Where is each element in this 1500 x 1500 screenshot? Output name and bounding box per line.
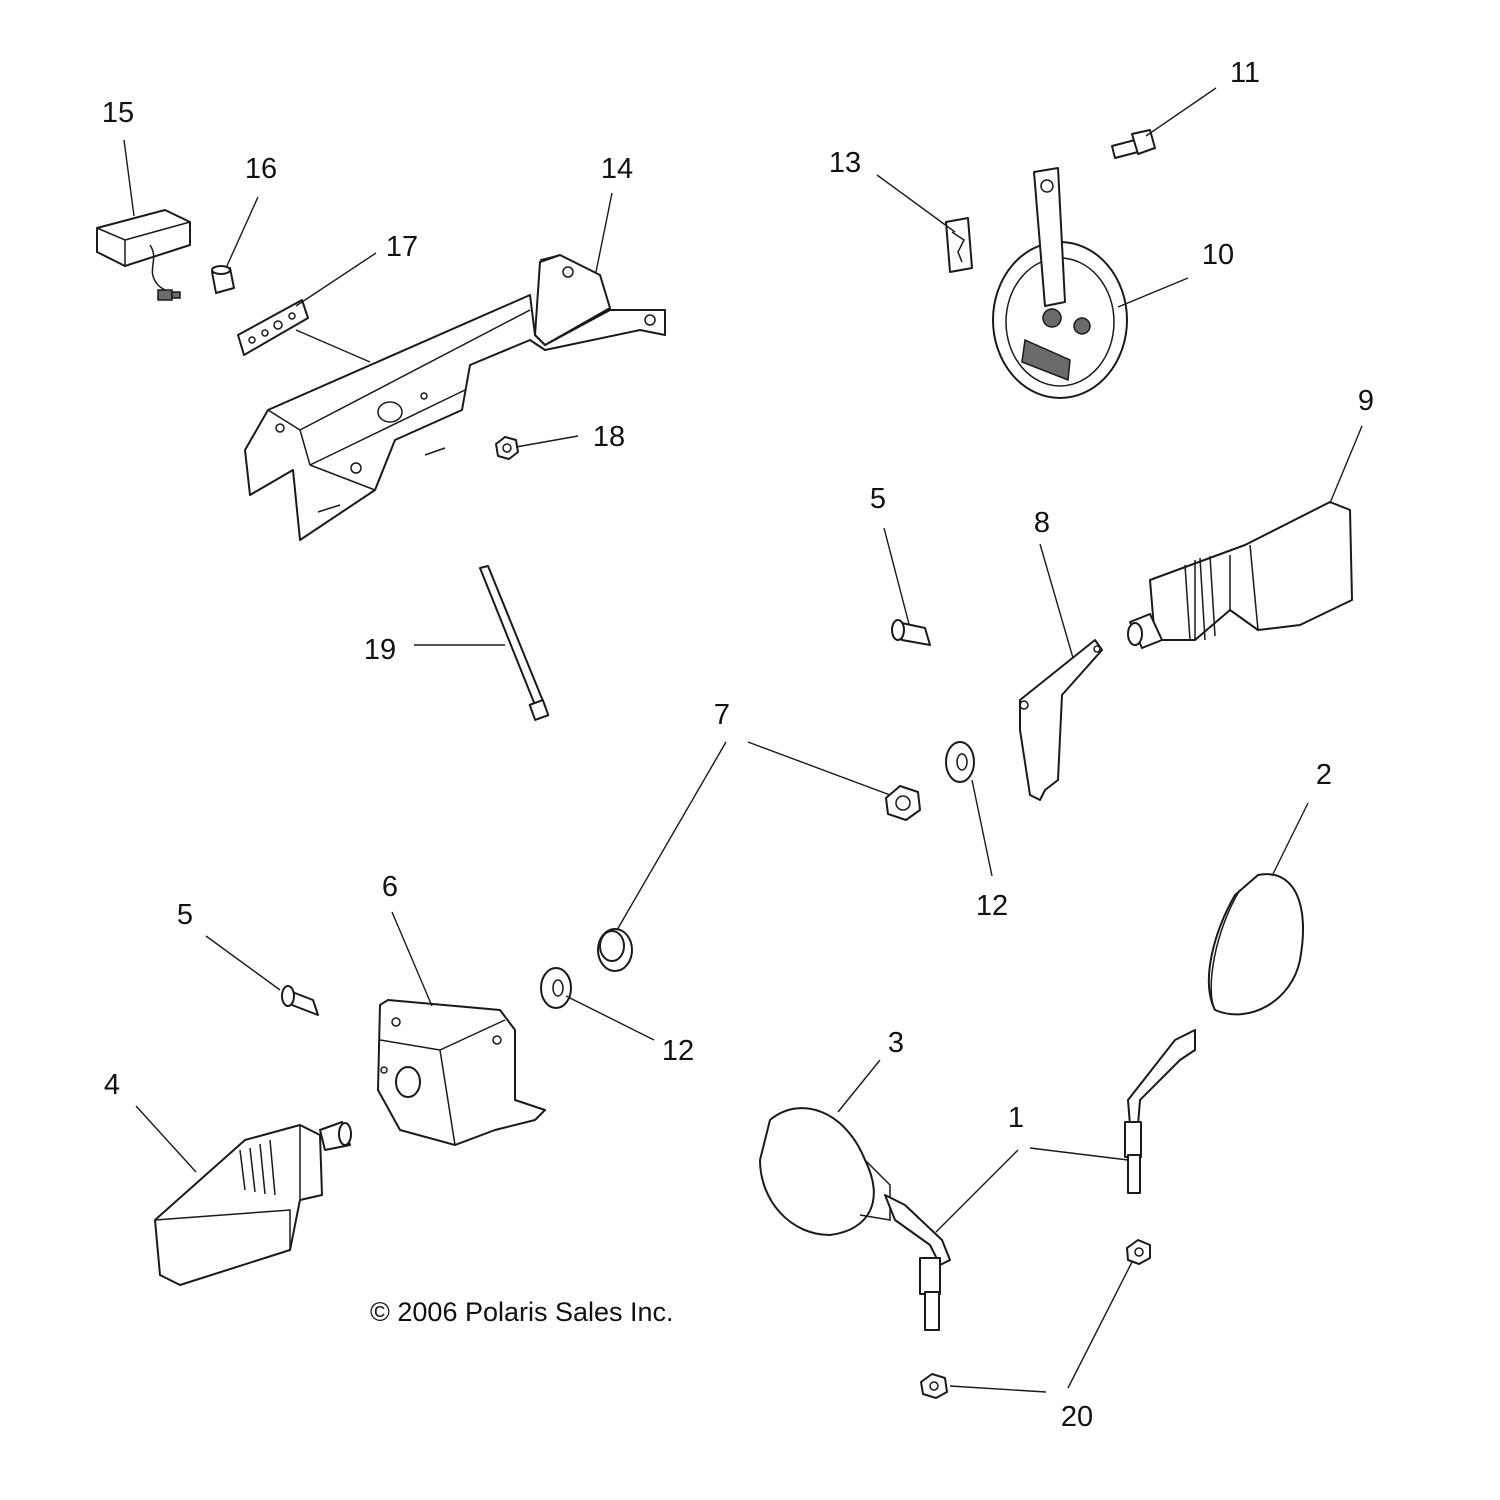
nut-part-20-lower xyxy=(920,1373,948,1399)
leader-8 xyxy=(1039,543,1074,659)
mirror-part-3 xyxy=(759,1107,951,1331)
bolt-part-11 xyxy=(1111,129,1156,159)
leader-lines xyxy=(123,87,1363,1393)
leader-17 xyxy=(295,252,377,307)
leader-16 xyxy=(225,196,259,269)
callout-10: 10 xyxy=(1202,239,1234,271)
callout-11: 11 xyxy=(1230,57,1260,89)
leader-2 xyxy=(1271,802,1309,877)
leader-18 xyxy=(515,435,579,448)
callout-2: 2 xyxy=(1316,759,1332,791)
leader-7b xyxy=(616,741,727,931)
callout-5-upper: 5 xyxy=(870,483,886,515)
leader-6 xyxy=(391,911,433,1007)
nut-part-18 xyxy=(495,436,519,460)
turn-signal-part-9 xyxy=(1127,501,1353,649)
callout-3: 3 xyxy=(888,1027,904,1059)
leader-5b xyxy=(205,935,281,991)
plate-part-17 xyxy=(237,299,309,356)
leader-1b xyxy=(935,1149,1019,1233)
flange-nut-part-7-upper xyxy=(885,785,921,821)
clip-part-13 xyxy=(945,217,973,273)
callout-1: 1 xyxy=(1008,1102,1024,1134)
leader-10 xyxy=(1117,277,1189,308)
washer-part-12-upper xyxy=(945,741,975,783)
leader-15 xyxy=(123,139,135,217)
mount-bracket-part-8 xyxy=(1019,639,1103,801)
leader-4 xyxy=(135,1105,197,1173)
leader-20b xyxy=(949,1385,1047,1393)
tail-light-part-15 xyxy=(96,209,191,301)
leader-1a xyxy=(1029,1147,1129,1161)
spacer-part-16 xyxy=(211,265,235,294)
callout-8: 8 xyxy=(1034,507,1050,539)
callout-7: 7 xyxy=(714,699,730,731)
mirror-part-2 xyxy=(1124,873,1304,1194)
leader-3 xyxy=(837,1059,881,1113)
turn-signal-part-4 xyxy=(154,1121,352,1286)
callout-19: 19 xyxy=(364,634,396,666)
callout-labels: 1 2 3 4 5 5 6 7 8 9 10 11 12 12 13 14 15… xyxy=(102,57,1374,1433)
screw-part-5-upper xyxy=(891,619,931,646)
leader-11 xyxy=(1145,87,1217,137)
bracket-part-14 xyxy=(244,254,666,541)
callout-13: 13 xyxy=(829,147,861,179)
callout-5-lower: 5 xyxy=(177,899,193,931)
leader-13 xyxy=(876,174,956,233)
copyright-notice: © 2006 Polaris Sales Inc. xyxy=(370,1297,674,1327)
leader-20a xyxy=(1067,1261,1133,1389)
washer-part-12-lower xyxy=(540,967,572,1009)
cable-tie-part-19 xyxy=(479,565,550,721)
leader-17b xyxy=(295,329,371,363)
screw-part-5-lower xyxy=(281,985,319,1016)
callout-4: 4 xyxy=(104,1069,120,1101)
callout-18: 18 xyxy=(593,421,625,453)
callout-9: 9 xyxy=(1358,385,1374,417)
callout-14: 14 xyxy=(601,153,633,185)
nut-part-20-upper xyxy=(1126,1239,1151,1265)
callout-20: 20 xyxy=(1061,1401,1093,1433)
callout-16: 16 xyxy=(245,153,277,185)
mount-bracket-part-6 xyxy=(377,999,546,1146)
leader-12a xyxy=(971,779,993,877)
horn-part-10 xyxy=(992,167,1128,399)
callout-12-lower: 12 xyxy=(662,1035,694,1067)
leader-14 xyxy=(595,192,613,273)
callout-15: 15 xyxy=(102,97,134,129)
leader-12b xyxy=(565,995,655,1041)
callout-17: 17 xyxy=(386,231,418,263)
callout-6: 6 xyxy=(382,871,398,903)
callout-12-upper: 12 xyxy=(976,890,1008,922)
leader-7a xyxy=(747,741,891,796)
leader-9 xyxy=(1329,425,1363,504)
leader-5a xyxy=(883,527,910,625)
flange-nut-part-7-lower xyxy=(597,928,633,972)
